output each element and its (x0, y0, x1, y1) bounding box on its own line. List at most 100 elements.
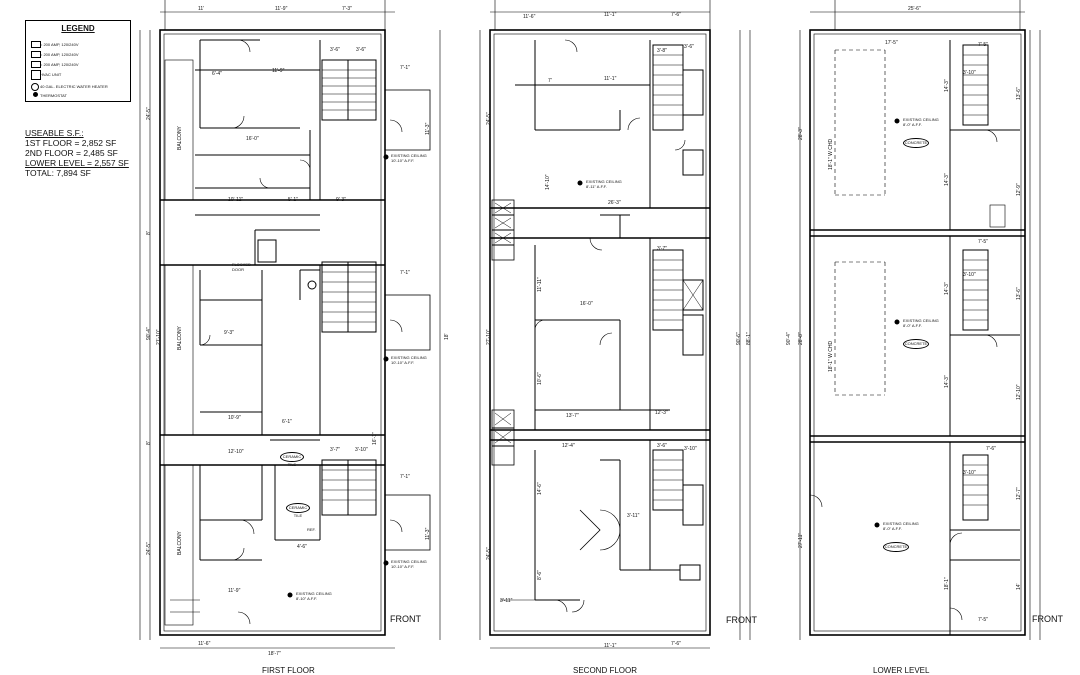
dimension: 26'-3" (608, 200, 621, 206)
dimension: 16'-1" (372, 432, 378, 445)
dimension: 8' (146, 441, 152, 445)
dimension: 14' (1016, 583, 1022, 590)
legend-item-thermostat: THERMOSTAT (33, 92, 67, 98)
dimension: 11'-1" (604, 643, 617, 649)
dimension: 4'-6" (297, 544, 307, 550)
water-heater-icon (31, 83, 39, 91)
dimension: 10'-9" (228, 415, 241, 421)
flocked-door-label: FLOCKED DOOR (232, 262, 251, 272)
dimension: 14'-10" (545, 174, 551, 190)
dimension: 3'-7" (657, 246, 667, 252)
dimension: 12'-10" (228, 449, 244, 455)
dimension: 13'-6" (1016, 287, 1022, 300)
dimension: 11'-6" (523, 14, 536, 20)
legend-item-panel: = 200 AMP, 120/240V (31, 51, 79, 58)
dimension: 3'-6" (330, 47, 340, 53)
legend-item-water-heater: 40 GAL. ELECTRIC WATER HEATER (31, 83, 108, 91)
dimension: 3'-6" (657, 443, 667, 449)
legend-title: LEGEND (61, 24, 95, 33)
dimension: 11'-9" (275, 6, 288, 12)
dimension: 11'-1" (604, 12, 617, 18)
dimension: 7'-1" (400, 474, 410, 480)
dimension: 24'-5" (146, 542, 152, 555)
dimension: 18'-1" W CHD (828, 340, 834, 372)
dimension: 7'-3" (342, 6, 352, 12)
useable-heading: USEABLE S.F.: (25, 128, 84, 138)
dimension: 7'-5" (978, 239, 988, 245)
ref-label: REF. (307, 527, 316, 532)
dimension: 24'-5" (486, 547, 492, 560)
dimension: 90'-6" (736, 332, 742, 345)
panel-icon (31, 41, 41, 48)
dimension: 18'-7" (268, 651, 281, 657)
lower-level-plan (799, 0, 1041, 640)
legend-item-panel: = 200 AMP, 120/240V (31, 61, 79, 68)
dimension: 3'-10" (963, 70, 976, 76)
first-floor-sf: 1ST FLOOR = 2,852 SF (25, 138, 117, 148)
dimension: 7' (548, 78, 552, 84)
dimension: 16'-0" (246, 136, 259, 142)
legend-box: LEGEND = 200 AMP, 120/240V = 200 AMP, 12… (25, 20, 131, 102)
dimension: 18' (444, 333, 450, 340)
dimension: 3'-11" (627, 513, 640, 519)
dimension: 11'-6" (198, 641, 211, 647)
dimension: 7'-6" (671, 641, 681, 647)
dimension: 7'-1" (400, 270, 410, 276)
dimension: 12'-7" (1016, 487, 1022, 500)
panel-icon (31, 51, 41, 58)
dimension: 14'-6" (537, 482, 543, 495)
dimension: 11'-3" (425, 527, 431, 540)
ceramic-tile-tag: CERAMIC TILE (280, 452, 304, 467)
dimension: 24'-5" (146, 107, 152, 120)
dimension: 8'-6" (537, 570, 543, 580)
balcony-label: BALCONY (177, 126, 183, 150)
first-floor-title: FIRST FLOOR (262, 666, 315, 675)
dimension: 18'-1" (944, 577, 950, 590)
dimension: 6'-4" (212, 71, 222, 77)
legend-item-hvac: HVAC UNIT (31, 70, 61, 80)
dimension: 14'-3" (944, 79, 950, 92)
dimension: 16'-0" (580, 301, 593, 307)
dimension: 3'-10" (684, 446, 697, 452)
dimension: 90'-4" (146, 327, 152, 340)
dimension: 3'-11" (500, 598, 513, 604)
front-label: FRONT (390, 614, 421, 624)
dimension: 7'-5" (978, 617, 988, 623)
dimension: 9'-3" (224, 330, 234, 336)
dimension: 3'-8" (657, 48, 667, 54)
second-floor-title: SECOND FLOOR (573, 666, 638, 675)
dimension: 3'-6" (684, 44, 694, 50)
dimension: 3'-10" (963, 272, 976, 278)
panel-icon (31, 61, 41, 68)
useable-sf-summary: USEABLE S.F.: 1ST FLOOR = 2,852 SF 2ND F… (25, 128, 129, 178)
dimension: 5'-1" (288, 197, 298, 203)
dimension: 90'-4" (786, 332, 792, 345)
dimension: 7'-6" (671, 12, 681, 18)
dimension: 27'-10" (486, 329, 492, 345)
dimension: 27'-11" (798, 532, 804, 548)
dimension: 14'-3" (944, 173, 950, 186)
dimension: 8' (146, 231, 152, 235)
ceramic-tile-tag: CERAMIC TILE (286, 503, 310, 518)
dimension: 18'-1" W CHD (828, 138, 834, 170)
dimension: 11'-9" (272, 68, 285, 74)
dimension: 11'-3" (425, 122, 431, 135)
dimension: 17'-5" (885, 40, 898, 46)
first-floor-plan (139, 0, 441, 649)
lower-level-title: LOWER LEVEL (873, 666, 930, 675)
dimension: 14'-3" (944, 282, 950, 295)
second-floor-plan (479, 0, 751, 649)
dimension: 11'-11" (537, 277, 543, 292)
balcony-label: BALCONY (177, 326, 183, 350)
dimension: 25'-6" (908, 6, 921, 12)
balcony-label: BALCONY (177, 531, 183, 555)
